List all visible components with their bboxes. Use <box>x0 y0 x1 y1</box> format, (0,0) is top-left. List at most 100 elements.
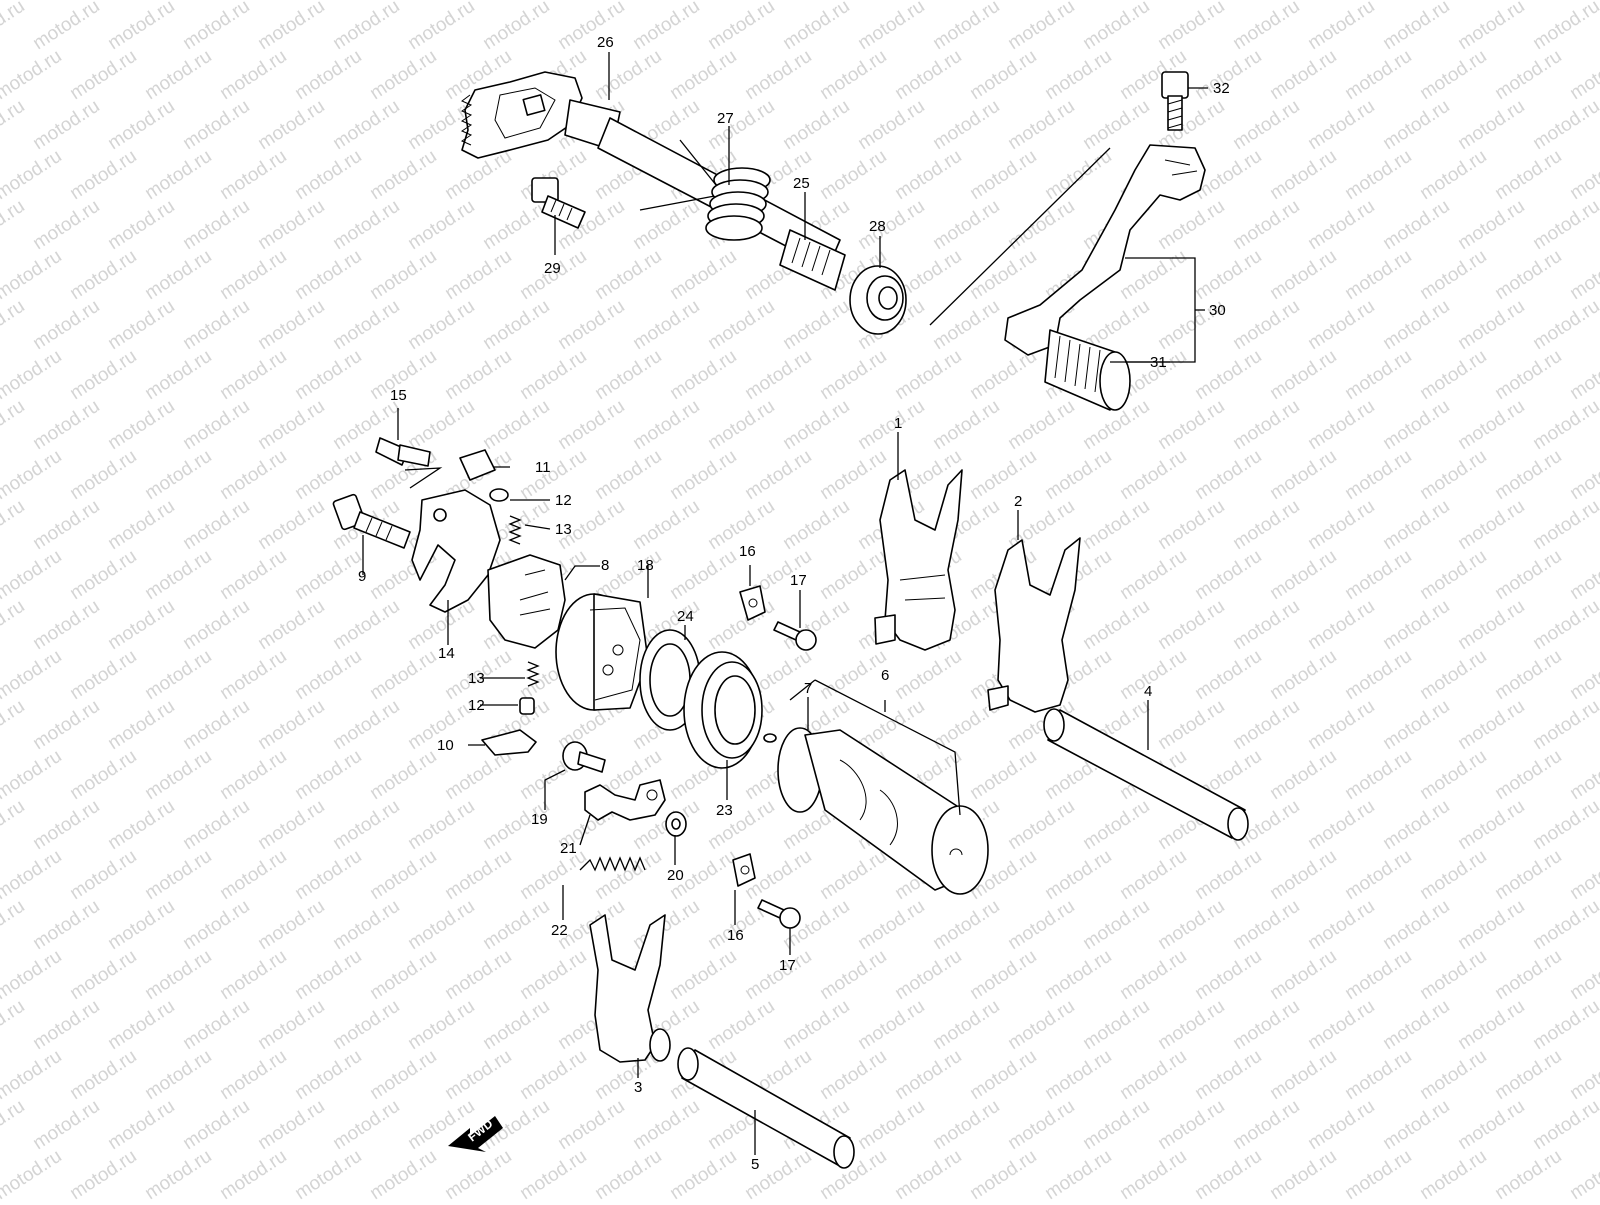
watermark-text: motod.ru <box>1341 246 1415 304</box>
watermark-text: motod.ru <box>366 946 440 1004</box>
watermark-text: motod.ru <box>741 946 815 1004</box>
shift-fork-2 <box>987 537 1081 713</box>
watermark-text: motod.ru <box>1341 646 1415 704</box>
watermark-text: motod.ru <box>1154 0 1228 54</box>
watermark-text: motod.ru <box>141 1146 215 1200</box>
shift-fork-3 <box>589 914 671 1063</box>
watermark-text: motod.ru <box>404 396 478 454</box>
watermark-text: motod.ru <box>0 1096 29 1154</box>
watermark-text: motod.ru <box>1266 446 1340 504</box>
watermark-text: motod.ru <box>1341 46 1415 104</box>
watermark-text: motod.ru <box>741 46 815 104</box>
watermark-text: motod.ru <box>0 1146 66 1200</box>
watermark-text: motod.ru <box>1341 446 1415 504</box>
watermark-text: motod.ru <box>66 546 140 604</box>
watermark-text: motod.ru <box>216 146 290 204</box>
watermark-text: motod.ru <box>1454 196 1528 254</box>
watermark-text: motod.ru <box>1379 296 1453 354</box>
watermark-text: motod.ru <box>29 96 103 154</box>
label-13-lower: 13 <box>468 670 485 687</box>
pin-12-upper <box>489 488 509 502</box>
label-26: 26 <box>597 34 614 51</box>
watermark-text: motod.ru <box>329 796 403 854</box>
watermark-text: motod.ru <box>329 596 403 654</box>
watermark-text: motod.ru <box>0 96 29 154</box>
watermark-text: motod.ru <box>1229 296 1303 354</box>
watermark-text: motod.ru <box>0 496 29 554</box>
shift-drum-6 <box>777 727 989 895</box>
watermark-text: motod.ru <box>179 596 253 654</box>
gearshift-lever-30 <box>929 144 1206 411</box>
watermark-text: motod.ru <box>1154 896 1228 954</box>
watermark-text: motod.ru <box>179 996 253 1054</box>
watermark-text: motod.ru <box>1304 696 1378 754</box>
watermark-text: motod.ru <box>141 646 215 704</box>
watermark-text: motod.ru <box>216 846 290 904</box>
watermark-text: motod.ru <box>0 196 29 254</box>
watermark-text: motod.ru <box>366 1046 440 1104</box>
watermark-text: motod.ru <box>1229 496 1303 554</box>
label-17-lower: 17 <box>779 957 796 974</box>
watermark-text: motod.ru <box>929 196 1003 254</box>
watermark-text: motod.ru <box>104 0 178 54</box>
stopper-arm-21 <box>584 779 666 821</box>
watermark-text: motod.ru <box>104 196 178 254</box>
oil-seal-28 <box>849 265 907 335</box>
watermark-text: motod.ru <box>1491 1046 1565 1104</box>
watermark-text: motod.ru <box>854 896 928 954</box>
watermark-text: motod.ru <box>929 896 1003 954</box>
watermark-text: motod.ru <box>966 0 1040 4</box>
watermark-text: motod.ru <box>1266 1046 1340 1104</box>
watermark-text: motod.ru <box>1454 396 1528 454</box>
watermark-text: motod.ru <box>1529 796 1600 854</box>
watermark-text: motod.ru <box>1529 996 1600 1054</box>
watermark-text: motod.ru <box>291 0 365 4</box>
watermark-text: motod.ru <box>29 996 103 1054</box>
watermark-text: motod.ru <box>66 946 140 1004</box>
watermark-text: motod.ru <box>404 0 478 54</box>
watermark-text: motod.ru <box>291 46 365 104</box>
watermark-text: motod.ru <box>66 146 140 204</box>
watermark-text: motod.ru <box>666 346 740 404</box>
watermark-text: motod.ru <box>816 46 890 104</box>
watermark-text: motod.ru <box>0 796 29 854</box>
watermark-text: motod.ru <box>1379 896 1453 954</box>
watermark-text: motod.ru <box>1304 0 1378 54</box>
watermark-text: motod.ru <box>1041 1046 1115 1104</box>
watermark-text: motod.ru <box>1079 996 1153 1054</box>
watermark-text: motod.ru <box>216 0 290 4</box>
watermark-text: motod.ru <box>1266 846 1340 904</box>
watermark-text: motod.ru <box>1041 946 1115 1004</box>
watermark-text: motod.ru <box>104 596 178 654</box>
watermark-text: motod.ru <box>854 0 928 54</box>
label-28: 28 <box>869 218 886 235</box>
watermark-text: motod.ru <box>1379 696 1453 754</box>
watermark-text: motod.ru <box>554 0 628 54</box>
watermark-text: motod.ru <box>741 346 815 404</box>
watermark-text: motod.ru <box>1154 996 1228 1054</box>
watermark-text: motod.ru <box>1266 546 1340 604</box>
watermark-text: motod.ru <box>141 546 215 604</box>
watermark-text: motod.ru <box>741 0 815 4</box>
watermark-text: motod.ru <box>479 196 553 254</box>
watermark-text: motod.ru <box>1154 496 1228 554</box>
watermark-text: motod.ru <box>891 946 965 1004</box>
pin-10 <box>481 729 537 756</box>
watermark-text: motod.ru <box>1416 446 1490 504</box>
watermark-text: motod.ru <box>0 1046 66 1104</box>
watermark-text: motod.ru <box>929 396 1003 454</box>
watermark-text: motod.ru <box>1491 246 1565 304</box>
watermark-text: motod.ru <box>141 946 215 1004</box>
watermark-text: motod.ru <box>1529 196 1600 254</box>
watermark-text: motod.ru <box>816 0 890 4</box>
watermark-text: motod.ru <box>704 596 778 654</box>
cam-guide-8 <box>487 554 566 649</box>
watermark-text: motod.ru <box>1341 346 1415 404</box>
watermark-text: motod.ru <box>666 546 740 604</box>
watermark-text: motod.ru <box>929 296 1003 354</box>
bearing-23 <box>683 651 763 769</box>
watermark-text: motod.ru <box>779 996 853 1054</box>
watermark-text: motod.ru <box>816 346 890 404</box>
watermark-text: motod.ru <box>141 146 215 204</box>
watermark-text: motod.ru <box>29 0 103 54</box>
